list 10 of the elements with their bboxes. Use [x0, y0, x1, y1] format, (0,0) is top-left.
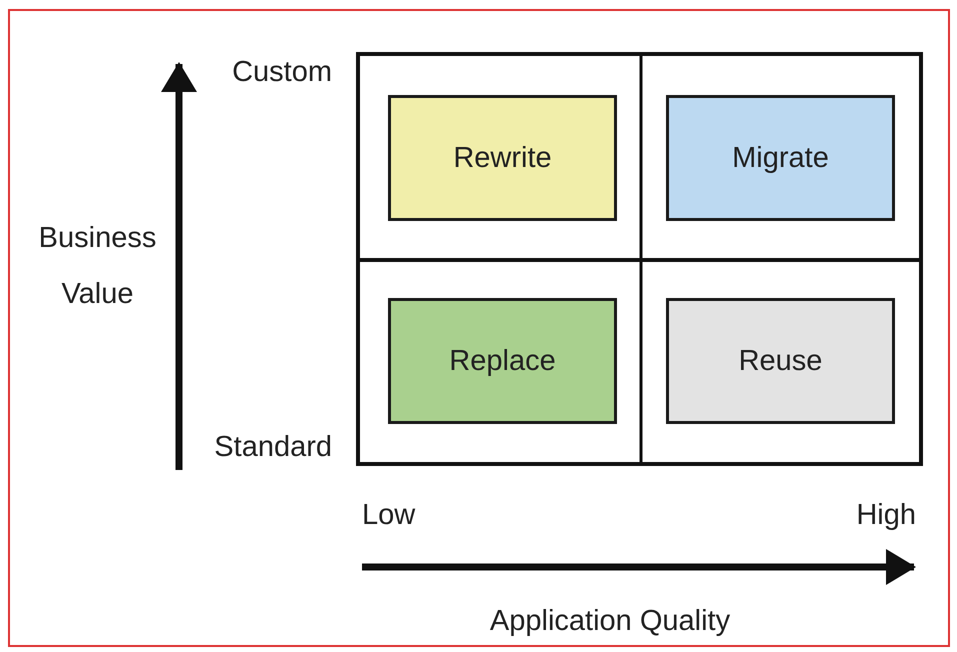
- axis-title: Business Value: [38, 221, 158, 312]
- strategy-box: Replace: [388, 298, 617, 424]
- axis-title: Application Quality: [488, 604, 732, 638]
- strategy-box: Reuse: [666, 298, 895, 424]
- axis-label: Custom: [231, 55, 332, 89]
- axis-label: Low: [362, 498, 416, 532]
- axis-label: Standard: [213, 430, 332, 464]
- strategy-box: Rewrite: [388, 95, 617, 221]
- strategy-box: Migrate: [666, 95, 895, 221]
- axis-label: High: [855, 498, 916, 532]
